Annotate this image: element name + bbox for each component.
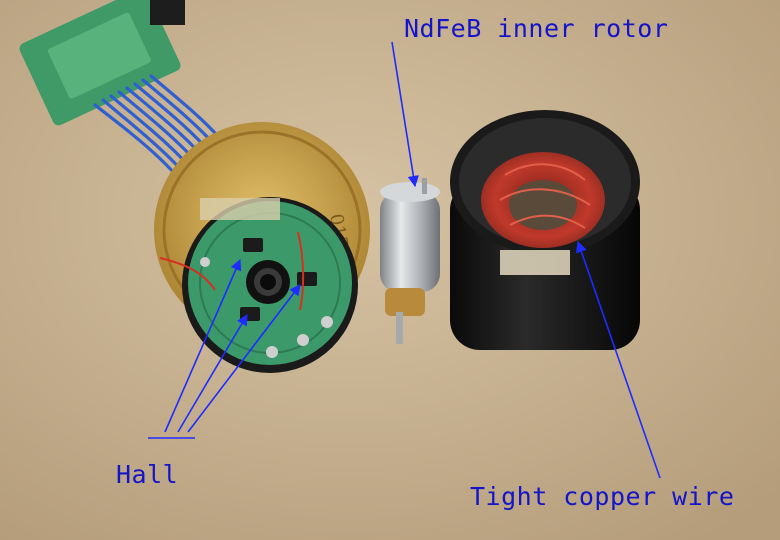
inner-rotor xyxy=(380,178,440,344)
hall-sensor-1 xyxy=(243,238,263,252)
copper-arrow xyxy=(576,240,661,479)
hall-arrow-1 xyxy=(164,258,242,433)
hall-sensor-board xyxy=(159,197,358,373)
stator-housing xyxy=(450,110,640,350)
annotation-arrows xyxy=(148,41,661,479)
hall-arrow-2 xyxy=(177,314,248,433)
hall-arrow-3 xyxy=(187,284,301,433)
rotor-arrow xyxy=(391,41,419,188)
driver-pcb xyxy=(19,0,185,126)
hall-sensor-2 xyxy=(297,272,317,286)
hall-sensor-3 xyxy=(240,307,260,321)
label-inner-rotor: NdFeB inner rotor xyxy=(404,14,669,43)
label-copper-wire: Tight copper wire xyxy=(470,482,735,511)
label-hall: Hall xyxy=(116,460,179,489)
